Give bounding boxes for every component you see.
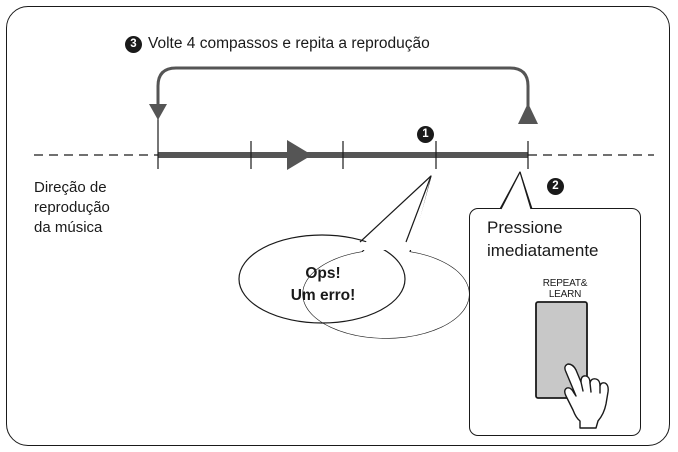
press-callout-edge (519, 171, 532, 210)
step-3-number: 3 (125, 35, 142, 53)
press-instruction-line: Pressione (487, 218, 563, 237)
repeat-learn-label: REPEAT& LEARN (521, 278, 609, 300)
step-3-caption: 3 Volte 4 compassos e repita a reproduçã… (125, 35, 430, 53)
speech-bubble-tail-edge (405, 175, 432, 243)
repeat-learn-label-line: LEARN (548, 289, 582, 300)
press-callout-pointer-fill (501, 172, 531, 210)
speech-bubble-body (302, 252, 470, 339)
press-callout-edge (500, 171, 521, 210)
speech-bubble-tail (358, 176, 431, 250)
press-instruction-line: imediatamente (487, 241, 599, 260)
loop-up-arrow-icon (518, 103, 538, 124)
speech-bubble-line: Um erro! (290, 287, 356, 304)
direction-label-line: Direção de (34, 179, 107, 196)
step-1-number: 1 (417, 126, 434, 143)
direction-label: Direção de reprodução da música (34, 178, 110, 238)
pointing-hand-icon (564, 363, 609, 429)
loop-down-arrow-icon (149, 104, 167, 120)
speech-bubble-outline (238, 234, 406, 324)
step-2-number: 2 (547, 178, 564, 195)
repeat-learn-label-line: REPEAT& (542, 278, 588, 289)
speech-bubble-tail-edge (359, 175, 432, 243)
direction-label-line: da música (34, 219, 103, 236)
direction-label-line: reprodução (34, 199, 110, 216)
step-3-text: Volte 4 compassos e repita a reprodução (148, 35, 430, 52)
speech-bubble-text: Ops! Um erro! (258, 263, 388, 307)
press-instruction-text: Pressione imediatamente (487, 216, 599, 262)
direction-arrow-icon (287, 140, 312, 170)
repeat-loop-arrow (156, 66, 530, 112)
speech-bubble-line: Ops! (305, 265, 341, 282)
